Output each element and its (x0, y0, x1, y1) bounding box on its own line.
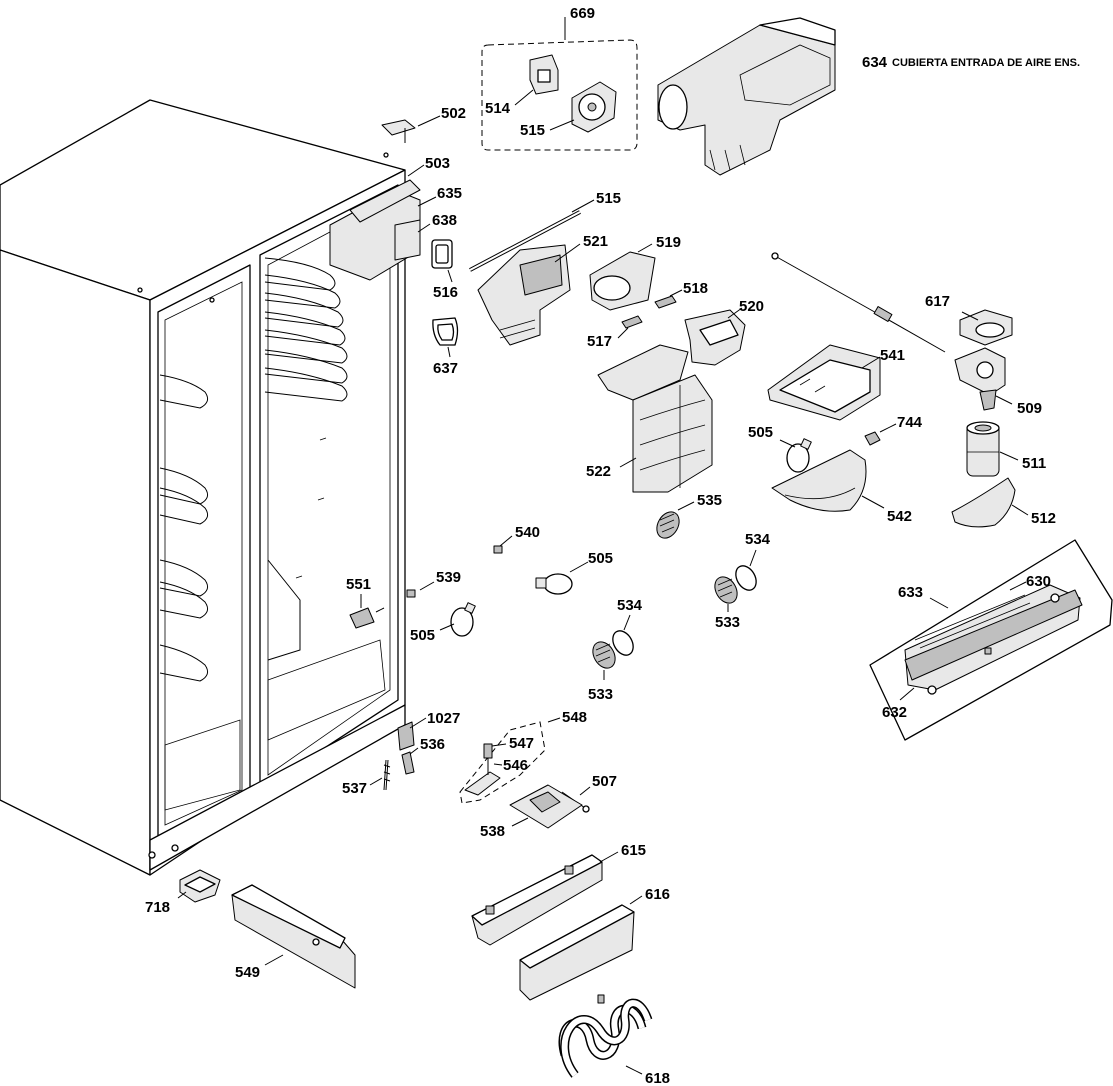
part-616-panel (519, 904, 635, 1001)
label-521: 521 (583, 233, 608, 250)
part-519-cover (589, 251, 656, 311)
label-533-b: 533 (588, 686, 613, 703)
label-515-b: 515 (596, 190, 621, 207)
part-518-clip (654, 295, 677, 309)
label-511: 511 (1022, 455, 1046, 472)
label-744: 744 (897, 414, 923, 431)
part-534-lens-b (612, 630, 634, 656)
part-744-nut (864, 431, 881, 446)
part-539-nut (406, 589, 416, 598)
part-541-tray (767, 344, 881, 421)
label-542: 542 (887, 508, 912, 525)
label-534-b: 534 (617, 597, 643, 614)
part-522-chute (597, 344, 713, 493)
part-512-cover (951, 477, 1016, 528)
label-516: 516 (433, 284, 458, 301)
part-534-lens-a (735, 565, 757, 591)
label-535: 535 (697, 492, 722, 509)
label-505-a: 505 (748, 424, 773, 441)
part-515-rod (469, 210, 581, 272)
label-503: 503 (425, 155, 450, 172)
label-630: 630 (1026, 573, 1051, 590)
part-551-switch (349, 607, 385, 629)
part-521-damper (477, 244, 571, 346)
part-517-clip (621, 315, 643, 329)
label-669: 669 (570, 5, 595, 22)
label-547: 547 (509, 735, 534, 752)
label-539: 539 (436, 569, 461, 586)
label-637: 637 (433, 360, 458, 377)
label-551: 551 (346, 576, 371, 593)
part-615-cover (471, 854, 603, 946)
label-638: 638 (432, 212, 457, 229)
label-515-a: 515 (520, 122, 545, 139)
part-505-bulb-middle (535, 573, 573, 595)
label-534-a: 534 (745, 531, 771, 548)
label-505-b: 505 (588, 550, 613, 567)
part-538-bracket (509, 784, 583, 829)
part-634-air-inlet-cover (657, 17, 836, 176)
label-718: 718 (145, 899, 170, 916)
part-617-cap (959, 309, 1013, 346)
part-509-housing (954, 347, 1006, 411)
part-505-bulb-left (450, 602, 476, 637)
label-502: 502 (441, 105, 466, 122)
part-533-grille-a (714, 576, 738, 604)
part-540-nut (493, 545, 503, 554)
part-536-pin (401, 751, 415, 775)
label-538: 538 (480, 823, 505, 840)
label-505-c: 505 (410, 627, 435, 644)
label-540: 540 (515, 524, 540, 541)
part-533-grille-b (592, 641, 616, 669)
part-1027-hinge (397, 721, 415, 751)
part-548-group (459, 721, 546, 804)
label-549: 549 (235, 964, 260, 981)
label-537: 537 (342, 780, 367, 797)
label-1027: 1027 (427, 710, 460, 727)
label-509: 509 (1017, 400, 1042, 417)
part-520-bracket (684, 309, 746, 366)
label-536: 536 (420, 736, 445, 753)
part-542-drip-tray (771, 449, 867, 512)
label-520: 520 (739, 298, 764, 315)
part-669-group (481, 39, 638, 151)
part-633-panel-assembly (869, 539, 1113, 741)
part-537-spring (383, 759, 391, 791)
part-511-filter (966, 421, 1000, 477)
part-516-gasket (431, 239, 453, 269)
label-634: 634 (862, 54, 888, 71)
part-637-gasket (432, 317, 459, 346)
label-517: 517 (587, 333, 612, 350)
label-615: 615 (621, 842, 646, 859)
part-635-duct (329, 179, 421, 281)
label-633: 633 (898, 584, 923, 601)
label-519: 519 (656, 234, 681, 251)
part-502-hinge (381, 119, 416, 143)
label-546: 546 (503, 757, 528, 774)
refrigerator-cabinet (0, 99, 406, 876)
part-549-kickplate (231, 884, 356, 989)
label-514: 514 (485, 100, 511, 117)
label-617: 617 (925, 293, 950, 310)
label-634-desc: CUBIERTA ENTRADA DE AIRE ENS. (892, 57, 1080, 69)
label-632: 632 (882, 704, 907, 721)
label-512: 512 (1031, 510, 1056, 527)
label-616: 616 (645, 886, 670, 903)
label-635: 635 (437, 185, 462, 202)
label-548: 548 (562, 709, 587, 726)
label-507: 507 (592, 773, 617, 790)
part-618-heater (558, 994, 653, 1078)
label-522: 522 (586, 463, 611, 480)
part-535-grille (656, 511, 680, 539)
part-harness-rod (771, 252, 946, 353)
label-518: 518 (683, 280, 708, 297)
label-618: 618 (645, 1070, 670, 1086)
part-505-bulb-top (786, 438, 812, 473)
label-533-a: 533 (715, 614, 740, 631)
label-541: 541 (880, 347, 905, 364)
part-718-hinge-cover (179, 869, 221, 903)
